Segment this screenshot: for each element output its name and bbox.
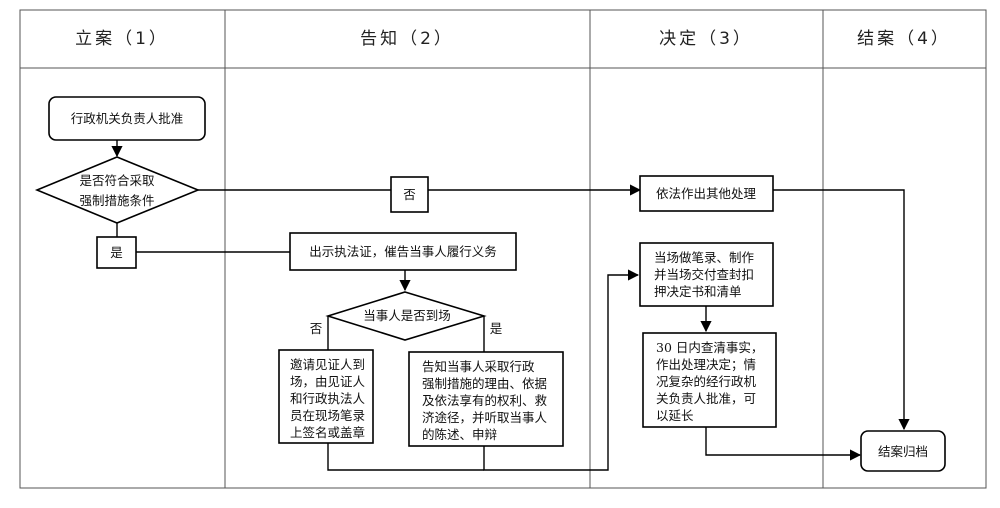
lane-title-notification: 告知（2） bbox=[360, 29, 454, 49]
present-yes-label: 是 bbox=[490, 321, 503, 336]
approval-node bbox=[48, 96, 206, 141]
notify-line: 强制措施的理由、依据 bbox=[422, 376, 547, 391]
present-decision bbox=[325, 291, 487, 341]
witness-line: 和行政执法人 bbox=[290, 391, 366, 406]
other-handling-node bbox=[639, 175, 774, 212]
thirty-days-line: 作出处理决定；情 bbox=[656, 357, 756, 372]
thirty-days-text: 30 日内查清事实， 作出处理决定；情 况复杂的经行政机 关负责人批准，可 以延… bbox=[656, 340, 763, 423]
connectors bbox=[111, 140, 910, 471]
yes-label-box bbox=[96, 236, 137, 269]
witness-text: 邀请见证人到 场，由见证人 和行政执法人 员在现场笔录 上签名或盖章 bbox=[290, 357, 366, 440]
thirty-days-line: 以延长 bbox=[656, 408, 694, 423]
present-decision-label: 当事人是否到场 bbox=[363, 308, 451, 323]
lane-title-decision: 决定（3） bbox=[659, 29, 753, 49]
thirty-days-line: 况复杂的经行政机 bbox=[656, 374, 757, 389]
notify-line: 及依法享有的权利、救 bbox=[422, 393, 548, 408]
archive-node bbox=[860, 430, 946, 472]
notify-line: 济途径，并听取当事人 bbox=[422, 410, 548, 425]
notify-line: 的陈述、申辩 bbox=[422, 427, 497, 442]
condition-label-line2: 强制措施条件 bbox=[79, 193, 154, 208]
show-certificate-node bbox=[289, 232, 517, 271]
onsite-record-text: 当场做笔录、制作 并当场交付查封扣 押决定书和清单 bbox=[654, 250, 755, 299]
show-certificate-label: 出示执法证，催告当事人履行义务 bbox=[309, 244, 497, 259]
notify-node bbox=[408, 351, 564, 447]
archive-label: 结案归档 bbox=[878, 444, 928, 459]
condition-label-line1: 是否符合采取 bbox=[79, 173, 155, 188]
swimlane-grid bbox=[19, 9, 987, 489]
present-no-label: 否 bbox=[310, 321, 323, 336]
thirty-days-node bbox=[642, 332, 777, 428]
onsite-record-node bbox=[639, 242, 774, 307]
lane-title-filing: 立案（1） bbox=[75, 29, 169, 49]
witness-line: 员在现场笔录 bbox=[290, 408, 365, 423]
witness-node bbox=[278, 349, 374, 444]
notify-line: 告知当事人采取行政 bbox=[422, 359, 535, 374]
no-label-box bbox=[390, 176, 429, 213]
thirty-days-line: 30 日内查清事实， bbox=[656, 340, 763, 355]
notify-text: 告知当事人采取行政 强制措施的理由、依据 及依法享有的权利、救 济途径，并听取当… bbox=[422, 359, 548, 442]
onsite-record-line: 押决定书和清单 bbox=[654, 284, 742, 299]
no-label: 否 bbox=[403, 187, 416, 202]
yes-label: 是 bbox=[110, 245, 123, 260]
approval-label: 行政机关负责人批准 bbox=[71, 111, 184, 126]
onsite-record-line: 并当场交付查封扣 bbox=[654, 267, 754, 282]
witness-line: 上签名或盖章 bbox=[290, 425, 365, 440]
thirty-days-line: 关负责人批准，可 bbox=[656, 391, 756, 406]
condition-decision bbox=[34, 156, 201, 224]
lane-title-closing: 结案（4） bbox=[857, 29, 951, 49]
witness-line: 场，由见证人 bbox=[290, 374, 366, 389]
onsite-record-line: 当场做笔录、制作 bbox=[654, 250, 755, 265]
other-handling-label: 依法作出其他处理 bbox=[656, 186, 757, 201]
witness-line: 邀请见证人到 bbox=[290, 357, 365, 372]
